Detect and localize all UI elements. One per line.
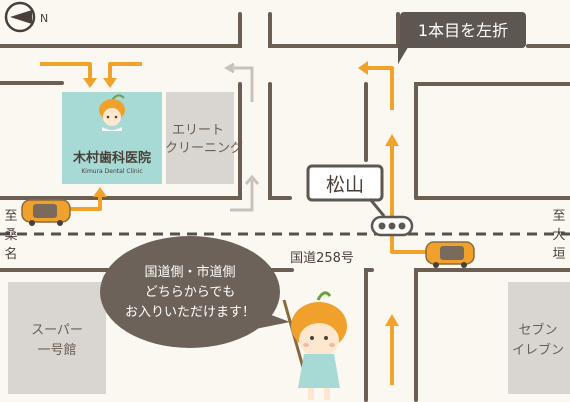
compass-label: N bbox=[40, 12, 48, 25]
orange-arrow-down-left bbox=[40, 62, 92, 80]
orange-route-turn-left bbox=[366, 66, 394, 110]
elite-cleaning-building bbox=[166, 92, 234, 184]
road-edge bbox=[364, 268, 374, 402]
matsuyama-sign bbox=[306, 164, 386, 217]
seven-eleven-label-line2: イレブン bbox=[512, 342, 564, 358]
bubble-line3: お入りいただけます！ bbox=[125, 305, 255, 320]
road-edge bbox=[0, 82, 242, 200]
speech-bubble bbox=[100, 236, 290, 348]
road-edge bbox=[414, 268, 570, 402]
bubble-line1: 国道側・市道側 bbox=[144, 264, 235, 280]
gray-arrowhead bbox=[223, 62, 235, 74]
supermarket-building bbox=[8, 282, 106, 394]
elite-label-line2: クリーニング bbox=[165, 141, 243, 156]
arrowhead bbox=[385, 134, 399, 146]
route-sign bbox=[398, 12, 526, 64]
orange-arrows bbox=[40, 62, 440, 385]
left-dir-char-3: 名 bbox=[4, 246, 17, 262]
right-dir-char-1: 至 bbox=[552, 209, 565, 224]
girl-mascot-icon bbox=[282, 291, 347, 400]
clinic-mascot-icon bbox=[99, 94, 125, 131]
seven-eleven-building bbox=[508, 282, 570, 394]
gray-arrow-in bbox=[230, 66, 254, 102]
road-edge bbox=[414, 82, 570, 200]
bubble-line2: どちらからでも bbox=[145, 285, 236, 300]
matsuyama-label: 松山 bbox=[326, 174, 364, 196]
gray-arrows bbox=[223, 62, 260, 212]
orange-arrow-up-clinic bbox=[70, 194, 102, 211]
route-sign-label: 1本目を左折 bbox=[418, 21, 508, 40]
seven-eleven-label-line1: セブン bbox=[518, 322, 557, 338]
elite-label-line1: エリート bbox=[172, 123, 224, 138]
arrowhead bbox=[83, 78, 97, 88]
arrowhead bbox=[385, 314, 399, 326]
right-dir-char-3: 垣 bbox=[552, 247, 565, 262]
clinic-name: 木村歯科医院 bbox=[72, 150, 151, 166]
car-right bbox=[425, 241, 475, 268]
arrowhead bbox=[358, 61, 368, 75]
road-edge bbox=[0, 12, 242, 48]
arrowhead bbox=[93, 187, 107, 197]
supermarket-label-line2: 一号館 bbox=[37, 343, 76, 358]
orange-arrowheads bbox=[83, 61, 399, 326]
clinic-subtitle: Kimura Dental Clinic bbox=[81, 168, 142, 175]
road-label: 国道258号 bbox=[290, 251, 354, 266]
arrowhead bbox=[103, 78, 117, 88]
gray-arrowhead bbox=[244, 174, 260, 185]
supermarket-label-line1: スーパー bbox=[31, 323, 83, 338]
left-dir-char-1: 至 bbox=[4, 209, 17, 224]
car-left bbox=[21, 199, 71, 226]
gray-arrow-out bbox=[230, 180, 254, 212]
traffic-signal bbox=[370, 215, 414, 237]
orange-route-main bbox=[390, 142, 440, 254]
left-dir-char-2: 桑 bbox=[4, 228, 17, 243]
right-dir-char-2: 大 bbox=[552, 228, 565, 243]
orange-arrow-down-right bbox=[108, 62, 142, 80]
road-edge bbox=[268, 12, 400, 48]
road-edge bbox=[268, 82, 292, 200]
road-outlines bbox=[0, 12, 570, 402]
compass-arrow-icon bbox=[10, 10, 32, 24]
compass bbox=[4, 1, 36, 33]
